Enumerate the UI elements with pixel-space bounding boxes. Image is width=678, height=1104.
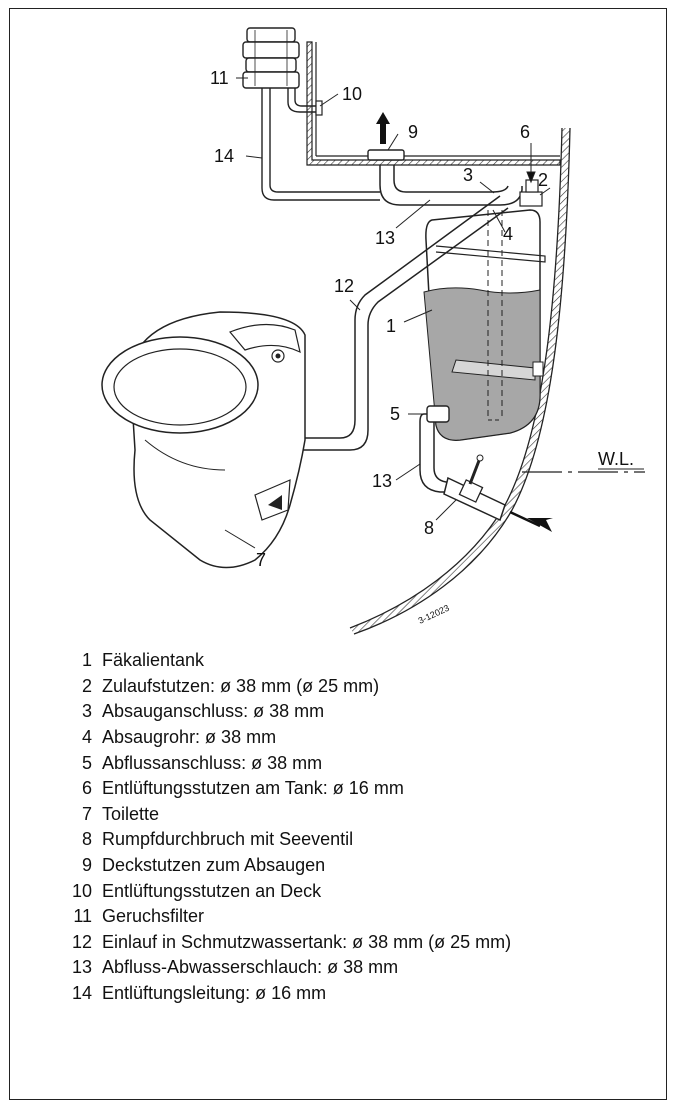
callout-9: 9 — [408, 122, 418, 142]
legend-text: Entlüftungsstutzen am Tank: ø 16 mm — [102, 778, 404, 799]
legend-text: Absauganschluss: ø 38 mm — [102, 701, 325, 722]
waterline-label: W.L. — [598, 449, 634, 469]
legend-number: 3 — [81, 701, 92, 722]
callout-14: 14 — [214, 146, 234, 166]
legend-number: 1 — [81, 650, 92, 671]
legend-item: 13 Abfluss-Abwasserschlauch: ø 38 mm — [60, 955, 660, 981]
legend-number: 6 — [81, 778, 92, 799]
callout-1: 1 — [386, 316, 396, 336]
legend-item: 7 Toilette — [60, 802, 660, 828]
holding-tank — [423, 209, 546, 441]
callout-13-lower: 13 — [372, 471, 392, 491]
legend-item: 8 Rumpfdurchbruch mit Seeventil — [60, 827, 660, 853]
callout-4: 4 — [503, 224, 513, 244]
installation-diagram: W.L. 11 10 9 6 14 3 2 13 4 12 1 5 13 8 — [101, 27, 645, 635]
callout-6: 6 — [520, 122, 530, 142]
odor-filter — [242, 27, 300, 89]
legend-item: 11 Geruchsfilter — [60, 904, 660, 930]
legend-item: 12 Einlauf in Schmutzwassertank: ø 38 mm … — [60, 930, 660, 956]
legend-number: 11 — [73, 906, 92, 927]
legend-item: 5 Abflussanschluss: ø 38 mm — [60, 750, 660, 776]
callout-7: 7 — [256, 550, 266, 570]
legend-item: 3 Absauganschluss: ø 38 mm — [60, 699, 660, 725]
callout-2: 2 — [538, 170, 548, 190]
callout-5: 5 — [390, 404, 400, 424]
legend-item: 2 Zulaufstutzen: ø 38 mm (ø 25 mm) — [60, 674, 660, 700]
callout-3: 3 — [463, 165, 473, 185]
legend-number: 13 — [71, 957, 92, 978]
legend-item: 6 Entlüftungsstutzen am Tank: ø 16 mm — [60, 776, 660, 802]
legend-item: 4 Absaugrohr: ø 38 mm — [60, 725, 660, 751]
legend-text: Zulaufstutzen: ø 38 mm (ø 25 mm) — [102, 675, 380, 696]
callout-8: 8 — [424, 518, 434, 538]
legend-number: 4 — [81, 727, 92, 748]
legend-item: 10 Entlüftungsstutzen an Deck — [60, 878, 660, 904]
legend-number: 14 — [71, 983, 92, 1004]
drawing-code: 3-12023 — [417, 603, 451, 626]
legend-item: 9 Deckstutzen zum Absaugen — [60, 853, 660, 879]
inlet-pipe — [300, 195, 509, 451]
legend-text: Rumpfdurchbruch mit Seeventil — [102, 829, 354, 850]
callout-13-upper: 13 — [375, 228, 395, 248]
vent-line — [261, 88, 380, 201]
toilet — [101, 311, 306, 569]
legend-number: 12 — [71, 931, 92, 952]
legend-text: Entlüftungsleitung: ø 16 mm — [102, 983, 327, 1004]
hull — [349, 127, 571, 635]
callout-11: 11 — [210, 68, 229, 88]
legend-number: 5 — [81, 752, 92, 773]
callout-10: 10 — [342, 84, 362, 104]
legend-text: Abfluss-Abwasserschlauch: ø 38 mm — [102, 957, 399, 978]
legend-item: 14 Entlüftungsleitung: ø 16 mm — [60, 981, 660, 1007]
legend-number: 10 — [71, 880, 92, 901]
legend-text: Abflussanschluss: ø 38 mm — [102, 752, 323, 773]
legend-item: 1 Fäkalientank — [60, 648, 660, 674]
legend-text: Geruchsfilter — [102, 906, 205, 927]
legend-number: 8 — [81, 829, 92, 850]
deck — [306, 41, 561, 166]
figure-frame — [9, 8, 667, 1100]
deck-fitting — [367, 112, 405, 161]
legend-text: Absaugrohr: ø 38 mm — [102, 727, 277, 748]
waterline: W.L. — [522, 449, 645, 473]
legend-number: 2 — [81, 675, 92, 696]
suction-pipe — [379, 165, 543, 207]
legend-text: Toilette — [102, 803, 160, 824]
legend-text: Entlüftungsstutzen an Deck — [102, 880, 322, 901]
legend-text: Fäkalientank — [102, 650, 205, 671]
callout-12: 12 — [334, 276, 354, 296]
seacock — [443, 454, 553, 532]
legend-text: Einlauf in Schmutzwassertank: ø 38 mm (ø… — [102, 931, 512, 952]
leader-lines — [224, 77, 551, 549]
legend-number: 9 — [81, 855, 92, 876]
legend-text: Deckstutzen zum Absaugen — [102, 855, 326, 876]
legend-number: 7 — [81, 803, 92, 824]
parts-legend: 1 Fäkalientank 2 Zulaufstutzen: ø 38 mm (ø … — [60, 648, 660, 1006]
